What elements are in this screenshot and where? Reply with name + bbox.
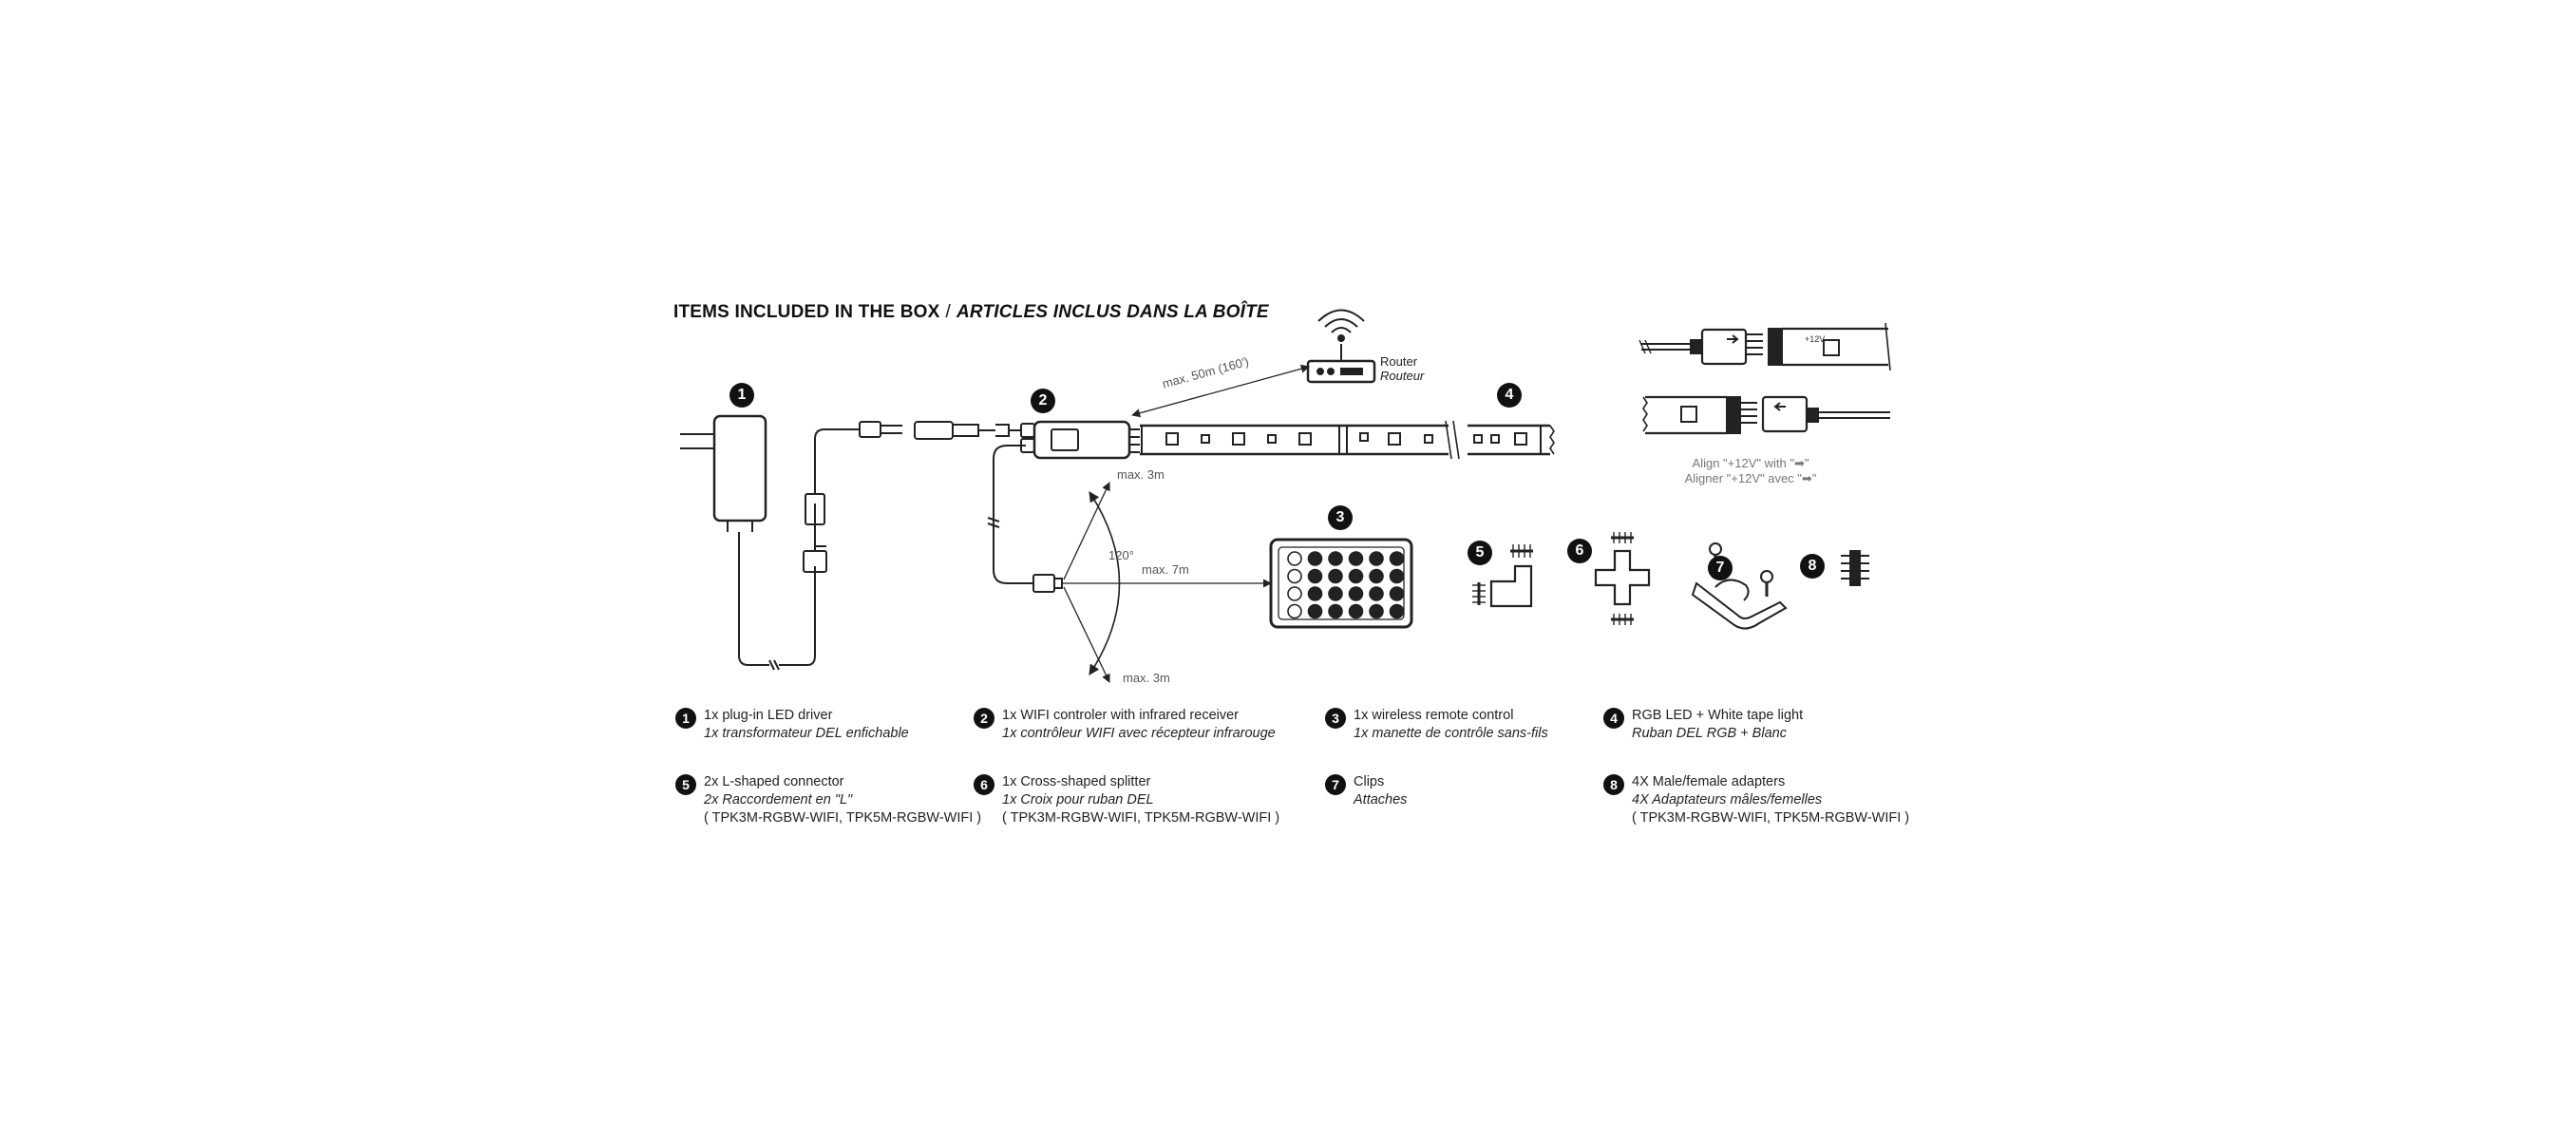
legend-item-en: Clips (1354, 774, 1385, 789)
remote-button (1389, 603, 1405, 619)
ir-top-distance-label: max. 3m (1117, 467, 1165, 482)
router-label-en: Router (1380, 354, 1418, 369)
remote-button (1348, 603, 1364, 619)
wifi-range-arrow (1131, 364, 1310, 418)
callout-2: 2 (1031, 389, 1055, 413)
ir-range-label: max. 7m (1142, 562, 1189, 577)
legend-badge-3: 3 (1325, 708, 1346, 729)
remote-button (1287, 603, 1302, 619)
remote-button (1369, 568, 1384, 584)
remote-button (1348, 568, 1364, 584)
title-separator: / (945, 302, 951, 322)
legend-badge-4: 4 (1603, 708, 1624, 729)
legend-badge-7: 7 (1325, 774, 1346, 795)
callout-8: 8 (1800, 554, 1825, 579)
legend-item-fr: 1x Croix pour ruban DEL (1002, 792, 1154, 808)
legend-item-models: ( TPK3M-RGBW-WIFI, TPK5M-RGBW-WIFI ) (1632, 810, 1910, 826)
page-title: ITEMS INCLUDED IN THE BOX/ ARTICLES INCLU… (673, 302, 1269, 323)
legend-item-models: ( TPK3M-RGBW-WIFI, TPK5M-RGBW-WIFI ) (704, 810, 982, 826)
legend-badge-2: 2 (974, 708, 994, 729)
callout-5: 5 (1468, 541, 1492, 565)
legend-item-fr: Attaches (1354, 792, 1408, 808)
router-label-fr: Routeur (1380, 369, 1425, 383)
remote-button (1287, 586, 1302, 601)
router-icon (1306, 309, 1376, 384)
legend-item-8: 4X Male/female adapters 4X Adaptateurs mâ… (1632, 773, 1909, 827)
remote-button (1307, 603, 1323, 619)
legend-item-2: 1x WIFI controler with infrared receiver… (1002, 707, 1276, 743)
callout-4: 4 (1497, 383, 1522, 408)
remote-button (1328, 603, 1343, 619)
legend-item-en: 1x WIFI controler with infrared receiver (1002, 708, 1239, 723)
callout-1: 1 (729, 383, 754, 408)
ir-bottom-distance-label: max. 3m (1123, 671, 1170, 685)
remote-button (1369, 551, 1384, 566)
legend-item-en: RGB LED + White tape light (1632, 708, 1804, 723)
legend-item-5: 2x L-shaped connector 2x Raccordement en … (704, 773, 981, 827)
legend-item-fr: 2x Raccordement en "L" (704, 792, 853, 808)
legend-item-fr: 1x contrôleur WIFI avec récepteur infrar… (1002, 726, 1276, 741)
l-connector-icon (1472, 544, 1533, 608)
cross-splitter-icon (1594, 532, 1651, 625)
legend-item-en: 4X Male/female adapters (1632, 774, 1786, 789)
remote-button (1307, 568, 1323, 584)
legend-item-en: 2x L-shaped connector (704, 774, 844, 789)
remote-button (1307, 586, 1323, 601)
legend-item-en: 1x plug-in LED driver (704, 708, 833, 723)
legend-item-1: 1x plug-in LED driver 1x transformateur D… (704, 707, 909, 743)
remote-button (1328, 568, 1343, 584)
remote-button (1328, 551, 1343, 566)
strip-polarity-label: +12V (1805, 334, 1826, 344)
router-label: Router Routeur (1380, 354, 1424, 383)
remote-control-icon (1269, 538, 1413, 629)
title-english: ITEMS INCLUDED IN THE BOX (673, 302, 940, 322)
callout-3: 3 (1328, 505, 1353, 530)
legend-badge-6: 6 (974, 774, 994, 795)
remote-button (1348, 551, 1364, 566)
remote-button (1369, 603, 1384, 619)
wifi-controller-icon (987, 420, 1140, 593)
dc-jack-icon (914, 421, 1021, 440)
connector-diagram-top (1638, 322, 1891, 371)
alignment-note: Align "+12V" with "➡" Aligner "+12V" ave… (1651, 456, 1850, 486)
legend-item-models: ( TPK3M-RGBW-WIFI, TPK5M-RGBW-WIFI ) (1002, 810, 1280, 826)
legend-item-fr: 1x transformateur DEL enfichable (704, 726, 909, 741)
legend-item-6: 1x Cross-shaped splitter 1x Croix pour ru… (1002, 773, 1279, 827)
remote-button (1389, 551, 1405, 566)
led-driver-icon (680, 414, 902, 671)
legend-item-fr: 1x manette de contrôle sans-fils (1354, 726, 1548, 741)
remote-button (1348, 586, 1364, 601)
alignment-note-fr: Aligner "+12V" avec "➡" (1684, 471, 1817, 485)
remote-button (1389, 568, 1405, 584)
clips-icon (1691, 542, 1788, 630)
legend-item-en: 1x wireless remote control (1354, 708, 1514, 723)
alignment-note-en: Align "+12V" with "➡" (1692, 456, 1809, 470)
male-female-adapter-icon (1841, 550, 1869, 586)
legend-item-fr: Ruban DEL RGB + Blanc (1632, 726, 1787, 741)
led-strip-icon (1140, 420, 1555, 460)
legend-badge-1: 1 (675, 708, 696, 729)
remote-button (1307, 551, 1323, 566)
ir-range-diagram (1062, 482, 1272, 683)
title-french: ARTICLES INCLUS DANS LA BOÎTE (957, 302, 1269, 322)
remote-button (1328, 586, 1343, 601)
remote-button (1287, 568, 1302, 584)
legend-badge-5: 5 (675, 774, 696, 795)
callout-7: 7 (1708, 556, 1733, 580)
remote-button (1389, 586, 1405, 601)
legend-badge-8: 8 (1603, 774, 1624, 795)
connector-diagram-bottom (1642, 395, 1890, 435)
callout-6: 6 (1567, 539, 1592, 563)
legend-item-3: 1x wireless remote control 1x manette de … (1354, 707, 1548, 743)
remote-button (1287, 551, 1302, 566)
legend-item-en: 1x Cross-shaped splitter (1002, 774, 1151, 789)
legend-item-fr: 4X Adaptateurs mâles/femelles (1632, 792, 1823, 808)
ir-angle-label: 120° (1108, 548, 1134, 562)
remote-button (1369, 586, 1384, 601)
